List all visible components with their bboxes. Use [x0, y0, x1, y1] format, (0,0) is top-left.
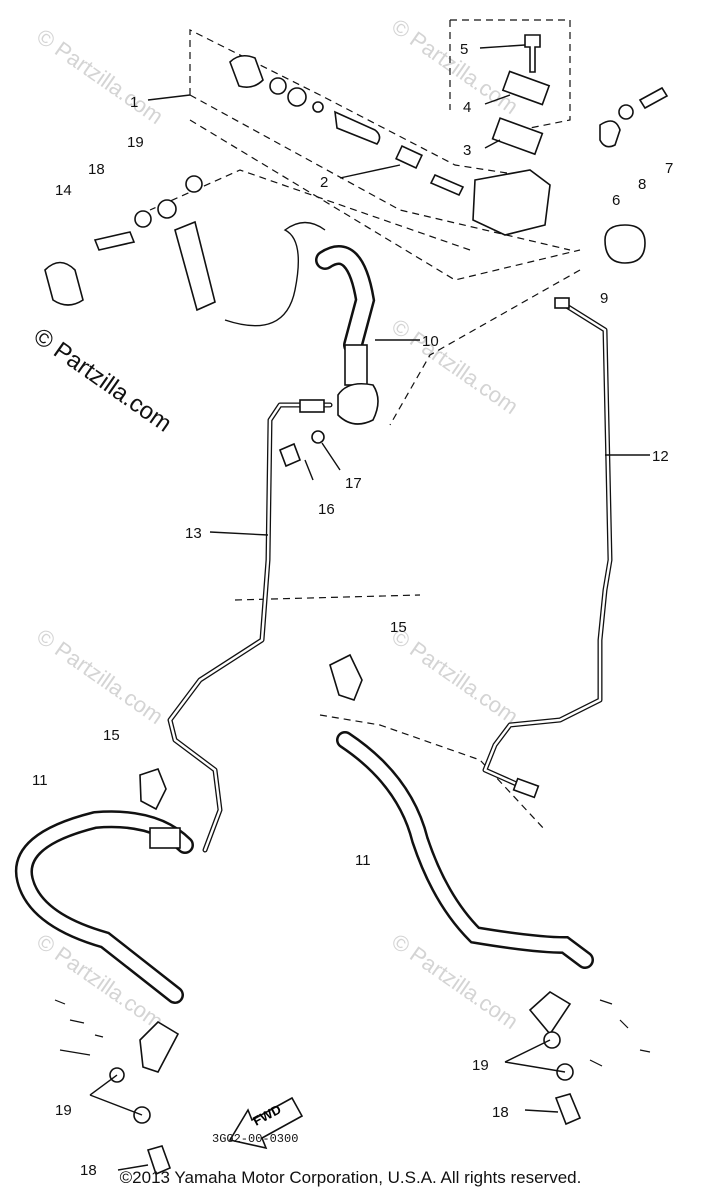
pipe-nut	[512, 777, 540, 799]
watermark-text: © Partzilla.com	[387, 624, 523, 730]
callout-12: 12	[652, 448, 669, 465]
callout-11-right: 11	[355, 852, 371, 869]
washer	[618, 104, 634, 120]
watermark-side-text: © Partzilla.com	[29, 323, 177, 438]
callout-5: 5	[460, 41, 468, 58]
forward-arrow: FWD	[228, 1096, 304, 1150]
callout-6: 6	[612, 192, 620, 209]
joint-bolt	[278, 442, 302, 468]
assembly-guides	[149, 19, 581, 831]
callout-19-bottom-right: 19	[472, 1057, 489, 1074]
cup	[395, 144, 423, 170]
brake-hose-10	[278, 245, 379, 468]
callout-13: 13	[185, 525, 202, 542]
union-bolt-parts	[44, 175, 326, 327]
callout-19-top: 19	[127, 134, 144, 151]
copper-washer	[543, 1031, 561, 1049]
watermark-text: © Partzilla.com	[32, 624, 168, 730]
callout-9: 9	[600, 290, 608, 307]
master-cylinder-parts	[229, 34, 669, 264]
callout-15-right: 15	[390, 619, 407, 636]
copper-washer	[134, 210, 152, 228]
callout-7: 7	[665, 160, 673, 177]
diagram-code: 3GG2-00-0300	[212, 1132, 298, 1146]
clip	[139, 768, 167, 811]
union-bolt	[93, 231, 136, 251]
diaphragm	[491, 117, 544, 156]
brake-hose-11-left	[14, 810, 194, 1176]
circlip	[287, 87, 307, 107]
watermark-text: © Partzilla.com	[387, 314, 523, 420]
joint-washer	[311, 430, 325, 444]
callout-labels: 1 2 3 4 5 6 7 8 9 10 11 11 12 13 14 15 1…	[32, 41, 673, 1179]
hose-end-fitting	[149, 827, 181, 849]
reservoir-cap	[501, 70, 551, 106]
pipe-nut	[554, 297, 570, 309]
hose-fitting	[344, 344, 368, 386]
callout-19-bottom-left: 19	[55, 1102, 72, 1119]
lever-bolt	[638, 86, 669, 110]
callout-18-bottom-right: 18	[492, 1104, 509, 1121]
lever-cap	[604, 224, 646, 264]
callout-10: 10	[422, 333, 439, 350]
union-bolt	[554, 1093, 582, 1126]
washer	[269, 77, 287, 95]
callout-3: 3	[463, 142, 471, 159]
piston	[334, 110, 381, 145]
master-cylinder-body	[472, 169, 551, 236]
brake-pipe-13	[167, 399, 333, 853]
callout-18-bottom-left: 18	[80, 1162, 97, 1179]
spring	[429, 173, 465, 197]
leader-lines	[89, 44, 650, 1171]
boot-cover	[44, 261, 84, 306]
brake-hose-11-right	[336, 731, 651, 1126]
three-way-joint	[337, 382, 379, 425]
copper-washer	[157, 199, 177, 219]
watermark-text: © Partzilla.com	[32, 24, 168, 130]
copper-washer	[185, 175, 203, 193]
callout-1: 1	[130, 94, 138, 111]
watermark-text: © Partzilla.com	[387, 14, 523, 120]
brake-pipe-12	[482, 297, 613, 799]
union-bolt	[146, 1145, 172, 1176]
callout-8: 8	[638, 176, 646, 193]
hose-end	[174, 220, 216, 312]
callout-4: 4	[463, 99, 471, 116]
callout-18-top: 18	[88, 161, 105, 178]
caliper-bolt	[528, 991, 572, 1036]
copyright-notice: ©2013 Yamaha Motor Corporation, U.S.A. A…	[119, 1168, 582, 1187]
caliper-bolt	[139, 1020, 180, 1073]
callout-14: 14	[55, 182, 72, 199]
lever-bracket	[599, 120, 621, 148]
callout-2: 2	[320, 174, 328, 191]
callout-17: 17	[345, 475, 362, 492]
callout-11-left: 11	[32, 772, 48, 789]
cap-screw	[524, 34, 541, 73]
callout-15-left: 15	[103, 727, 120, 744]
clip	[329, 653, 363, 701]
dust-boot	[229, 54, 264, 88]
washer	[312, 101, 324, 113]
callout-16: 16	[318, 501, 335, 518]
pipe-nut	[299, 399, 325, 413]
